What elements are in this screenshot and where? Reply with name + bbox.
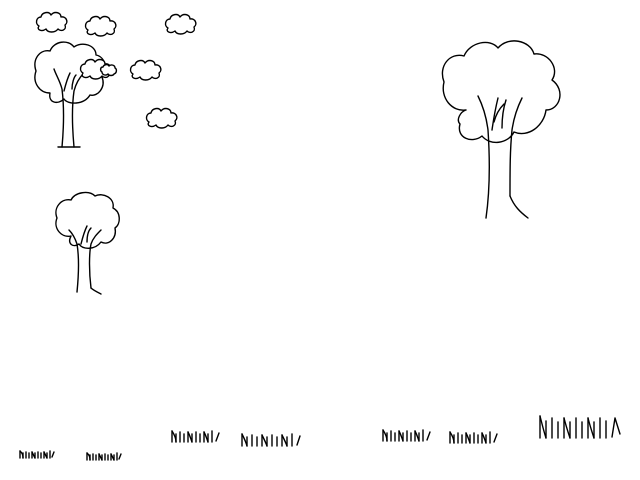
cloud-icon bbox=[145, 107, 178, 129]
grass-icon bbox=[539, 415, 621, 439]
grass-icon bbox=[449, 431, 498, 444]
tree-icon bbox=[34, 41, 107, 148]
grass-icon bbox=[382, 429, 431, 442]
cloud-icon bbox=[129, 59, 162, 81]
grass-icon bbox=[86, 452, 122, 461]
cloud-icon bbox=[35, 11, 68, 33]
grass-icon bbox=[171, 430, 220, 443]
tree-icon bbox=[441, 40, 561, 219]
grass-icon bbox=[241, 433, 301, 447]
tree-icon bbox=[55, 191, 120, 295]
cloud-icon bbox=[99, 63, 118, 77]
cloud-icon bbox=[84, 15, 117, 37]
grass-icon bbox=[19, 450, 55, 459]
cloud-icon bbox=[164, 13, 197, 35]
